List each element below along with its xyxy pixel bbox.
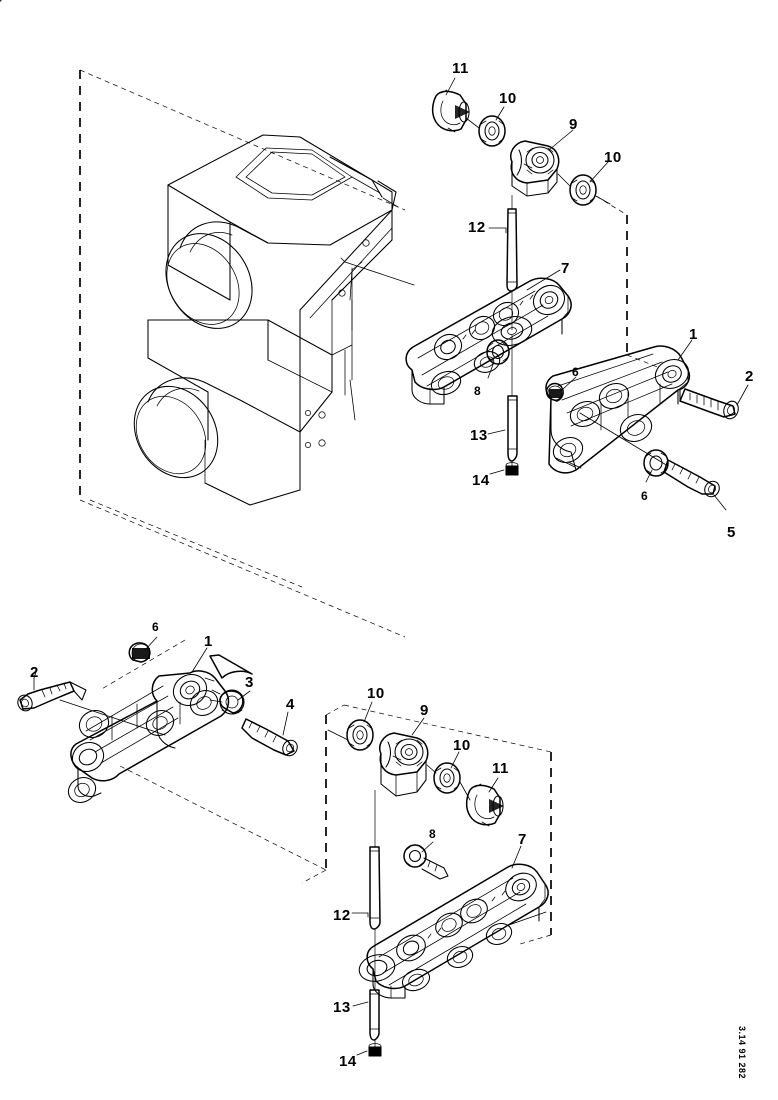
part-10b-upper <box>569 174 597 206</box>
callout-10-lower-left: 10 <box>367 685 385 702</box>
part-6a-upper <box>545 382 564 402</box>
callout-7-upper: 7 <box>561 260 570 277</box>
lower-view-frame <box>301 704 552 945</box>
part-1-upper <box>545 345 691 474</box>
callout-9-upper: 9 <box>569 116 578 133</box>
callout-4-lower: 4 <box>286 696 295 713</box>
callout-3-lower: 3 <box>245 674 254 691</box>
part-10a-upper <box>478 115 506 147</box>
part-3-lower <box>219 689 245 715</box>
callout-1-upper: 1 <box>689 326 698 343</box>
callout-2-lower: 2 <box>30 664 39 681</box>
callout-8-upper: 8 <box>474 384 482 398</box>
callout-9-lower: 9 <box>420 702 429 719</box>
part-2-upper <box>679 388 739 420</box>
callout-11-upper: 11 <box>452 60 469 77</box>
callout-10-lower-right: 10 <box>453 737 471 754</box>
callout-1-lower: 1 <box>204 633 213 650</box>
callout-14-upper: 14 <box>472 472 490 489</box>
callout-13-upper: 13 <box>470 427 488 444</box>
part-7-upper <box>405 277 572 405</box>
part-9-lower <box>379 732 429 797</box>
callout-11-lower: 11 <box>492 760 509 777</box>
part-6-lower <box>128 642 151 663</box>
part-7-lower <box>358 863 549 999</box>
part-13-lower <box>369 985 380 1048</box>
part-8-lower <box>403 844 449 880</box>
callout-8-lower: 8 <box>429 827 437 841</box>
callout-12-upper: 12 <box>468 219 486 236</box>
upper-view-frame <box>79 69 661 638</box>
callout-13-lower: 13 <box>333 999 351 1016</box>
part-13-upper <box>507 335 518 467</box>
part-9-upper <box>510 140 560 197</box>
callout-6-upper-b: 6 <box>641 489 649 503</box>
part-5-upper <box>663 459 720 498</box>
cylinder-head-body <box>133 134 399 506</box>
part-11-lower <box>465 783 504 827</box>
part-10a-lower <box>346 719 374 751</box>
callout-6-upper-a: 6 <box>572 365 580 379</box>
callout-10-upper-right: 10 <box>604 149 622 166</box>
callout-6-lower: 6 <box>152 620 160 634</box>
callout-5-upper: 5 <box>727 524 736 541</box>
callout-10-upper-left: 10 <box>499 90 517 107</box>
part-2-lower <box>17 681 87 712</box>
part-1-lower <box>0 0 253 803</box>
callout-14-lower: 14 <box>339 1053 357 1070</box>
part-11-upper <box>431 89 470 133</box>
drawing-id-watermark: 3.14 91 282 <box>737 1026 747 1080</box>
callout-12-lower: 12 <box>333 907 351 924</box>
part-12-lower <box>369 790 381 985</box>
part-14-lower <box>368 1043 382 1057</box>
part-6-collar-upper <box>486 339 510 365</box>
part-4-lower <box>241 718 298 757</box>
callout-2-upper: 2 <box>745 368 754 385</box>
part-14-upper <box>505 462 519 476</box>
callout-7-lower: 7 <box>518 831 527 848</box>
part-10b-lower <box>433 762 461 794</box>
